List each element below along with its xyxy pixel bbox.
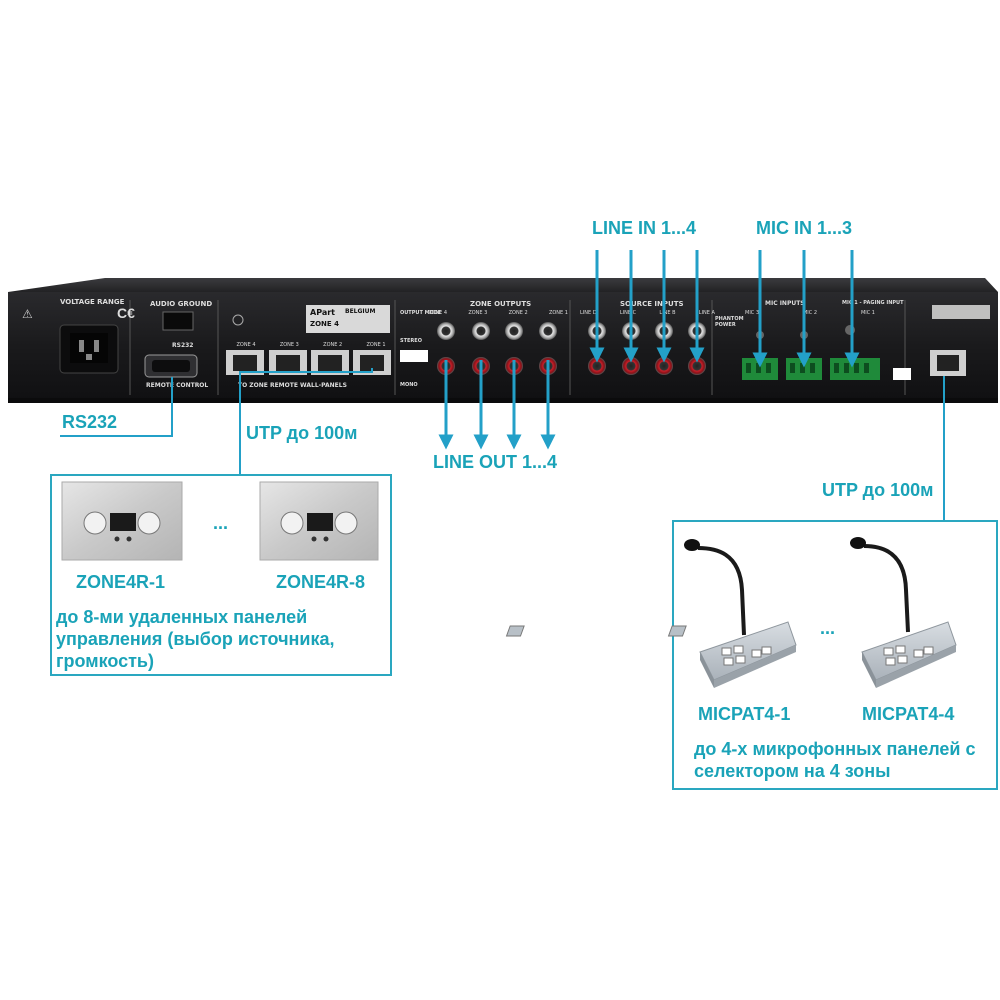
rs232-line <box>60 377 173 437</box>
left-description: до 8-ми удаленных панелей управления (вы… <box>56 607 335 671</box>
utp-right-label: UTP до 100м <box>822 480 934 500</box>
mono-label: MONO <box>400 382 418 388</box>
utp-left-line <box>239 368 373 474</box>
zone-port-label: ZONE 1 <box>366 342 386 348</box>
zone-out-label: ZONE 3 <box>468 310 488 316</box>
zone-port-label: ZONE 4 <box>236 342 256 348</box>
svg-text:⚠: ⚠ <box>22 307 33 321</box>
rj45-ports <box>226 350 391 375</box>
country-label: BELGIUM <box>345 308 376 315</box>
micpat4-1-label: MICPAT4-1 <box>698 704 791 724</box>
line-in-label: LINE B <box>659 310 676 316</box>
micpat4-4-label: MICPAT4-4 <box>862 704 955 724</box>
remote-control-label: REMOTE CONTROL <box>146 382 209 389</box>
right-ellipsis: ... <box>820 618 836 638</box>
mic-labels: MIC 3 MIC 2 MIC 1 <box>745 310 875 316</box>
source-inputs-label: SOURCE INPUTS <box>620 300 684 308</box>
mic-inputs-label: MIC INPUTS <box>765 300 805 307</box>
model-label: ZONE 4 <box>310 320 339 328</box>
stereo-label: STEREO <box>400 338 422 344</box>
line-out-label: LINE OUT 1...4 <box>433 452 558 472</box>
zone-port-labels: ZONE 4 ZONE 3 ZONE 2 ZONE 1 <box>226 342 396 348</box>
wall-panel-zone4r-1 <box>61 481 183 561</box>
wall-panels-label: TO ZONE REMOTE WALL-PANELS <box>238 382 347 389</box>
zone-outputs-label: ZONE OUTPUTS <box>470 300 532 308</box>
rs232-label: RS232 <box>62 412 118 432</box>
wall-panel-zone4r-8 <box>259 481 379 561</box>
voltage-label: VOLTAGE RANGE <box>60 298 125 306</box>
brand-label: APart <box>310 308 336 317</box>
zone-out-labels: ZONE 4 ZONE 3 ZONE 2 ZONE 1 <box>428 310 568 316</box>
zone4r-1-label: ZONE4R-1 <box>76 572 166 592</box>
utp-left-label: UTP до 100м <box>246 423 358 443</box>
zone4r-8-label: ZONE4R-8 <box>276 572 366 592</box>
output-mode-label: OUTPUT MODE <box>400 310 442 316</box>
right-description: до 4-х микрофонных панелей с селектором … <box>694 739 976 781</box>
line-in-label: LINE A <box>698 310 715 316</box>
mic-in-label: MIC IN 1...3 <box>756 218 853 238</box>
svg-text:C€: C€ <box>117 305 135 321</box>
mic-panel-micpat4-4 <box>667 537 957 688</box>
mic-label: MIC 2 <box>802 310 818 316</box>
zone-port-label: ZONE 3 <box>279 342 299 348</box>
zone-port-label: ZONE 2 <box>323 342 343 348</box>
mic-input-terminals <box>742 325 880 380</box>
rs232-device-label: RS232 <box>172 342 194 349</box>
line-in-labels: LINE D LINE C LINE B LINE A <box>580 310 715 316</box>
line-in-label: LINE IN 1...4 <box>592 218 697 238</box>
paging-label: MIC 1 - PAGING INPUT <box>842 300 904 306</box>
mic-label: MIC 1 <box>860 310 875 316</box>
zone-out-label: ZONE 1 <box>548 310 568 316</box>
line-in-label: LINE D <box>580 310 597 316</box>
left-ellipsis: ... <box>213 513 229 533</box>
phantom-label: PHANTOM POWER <box>715 316 744 328</box>
zone-out-label: ZONE 4 <box>428 310 448 316</box>
audio-ground-label: AUDIO GROUND <box>150 300 213 308</box>
line-in-label: LINE C <box>619 310 637 316</box>
mic-panel-micpat4-1 <box>505 539 797 688</box>
device-top <box>8 278 998 292</box>
mic-label: MIC 3 <box>745 310 760 316</box>
zone-out-label: ZONE 2 <box>508 310 528 316</box>
